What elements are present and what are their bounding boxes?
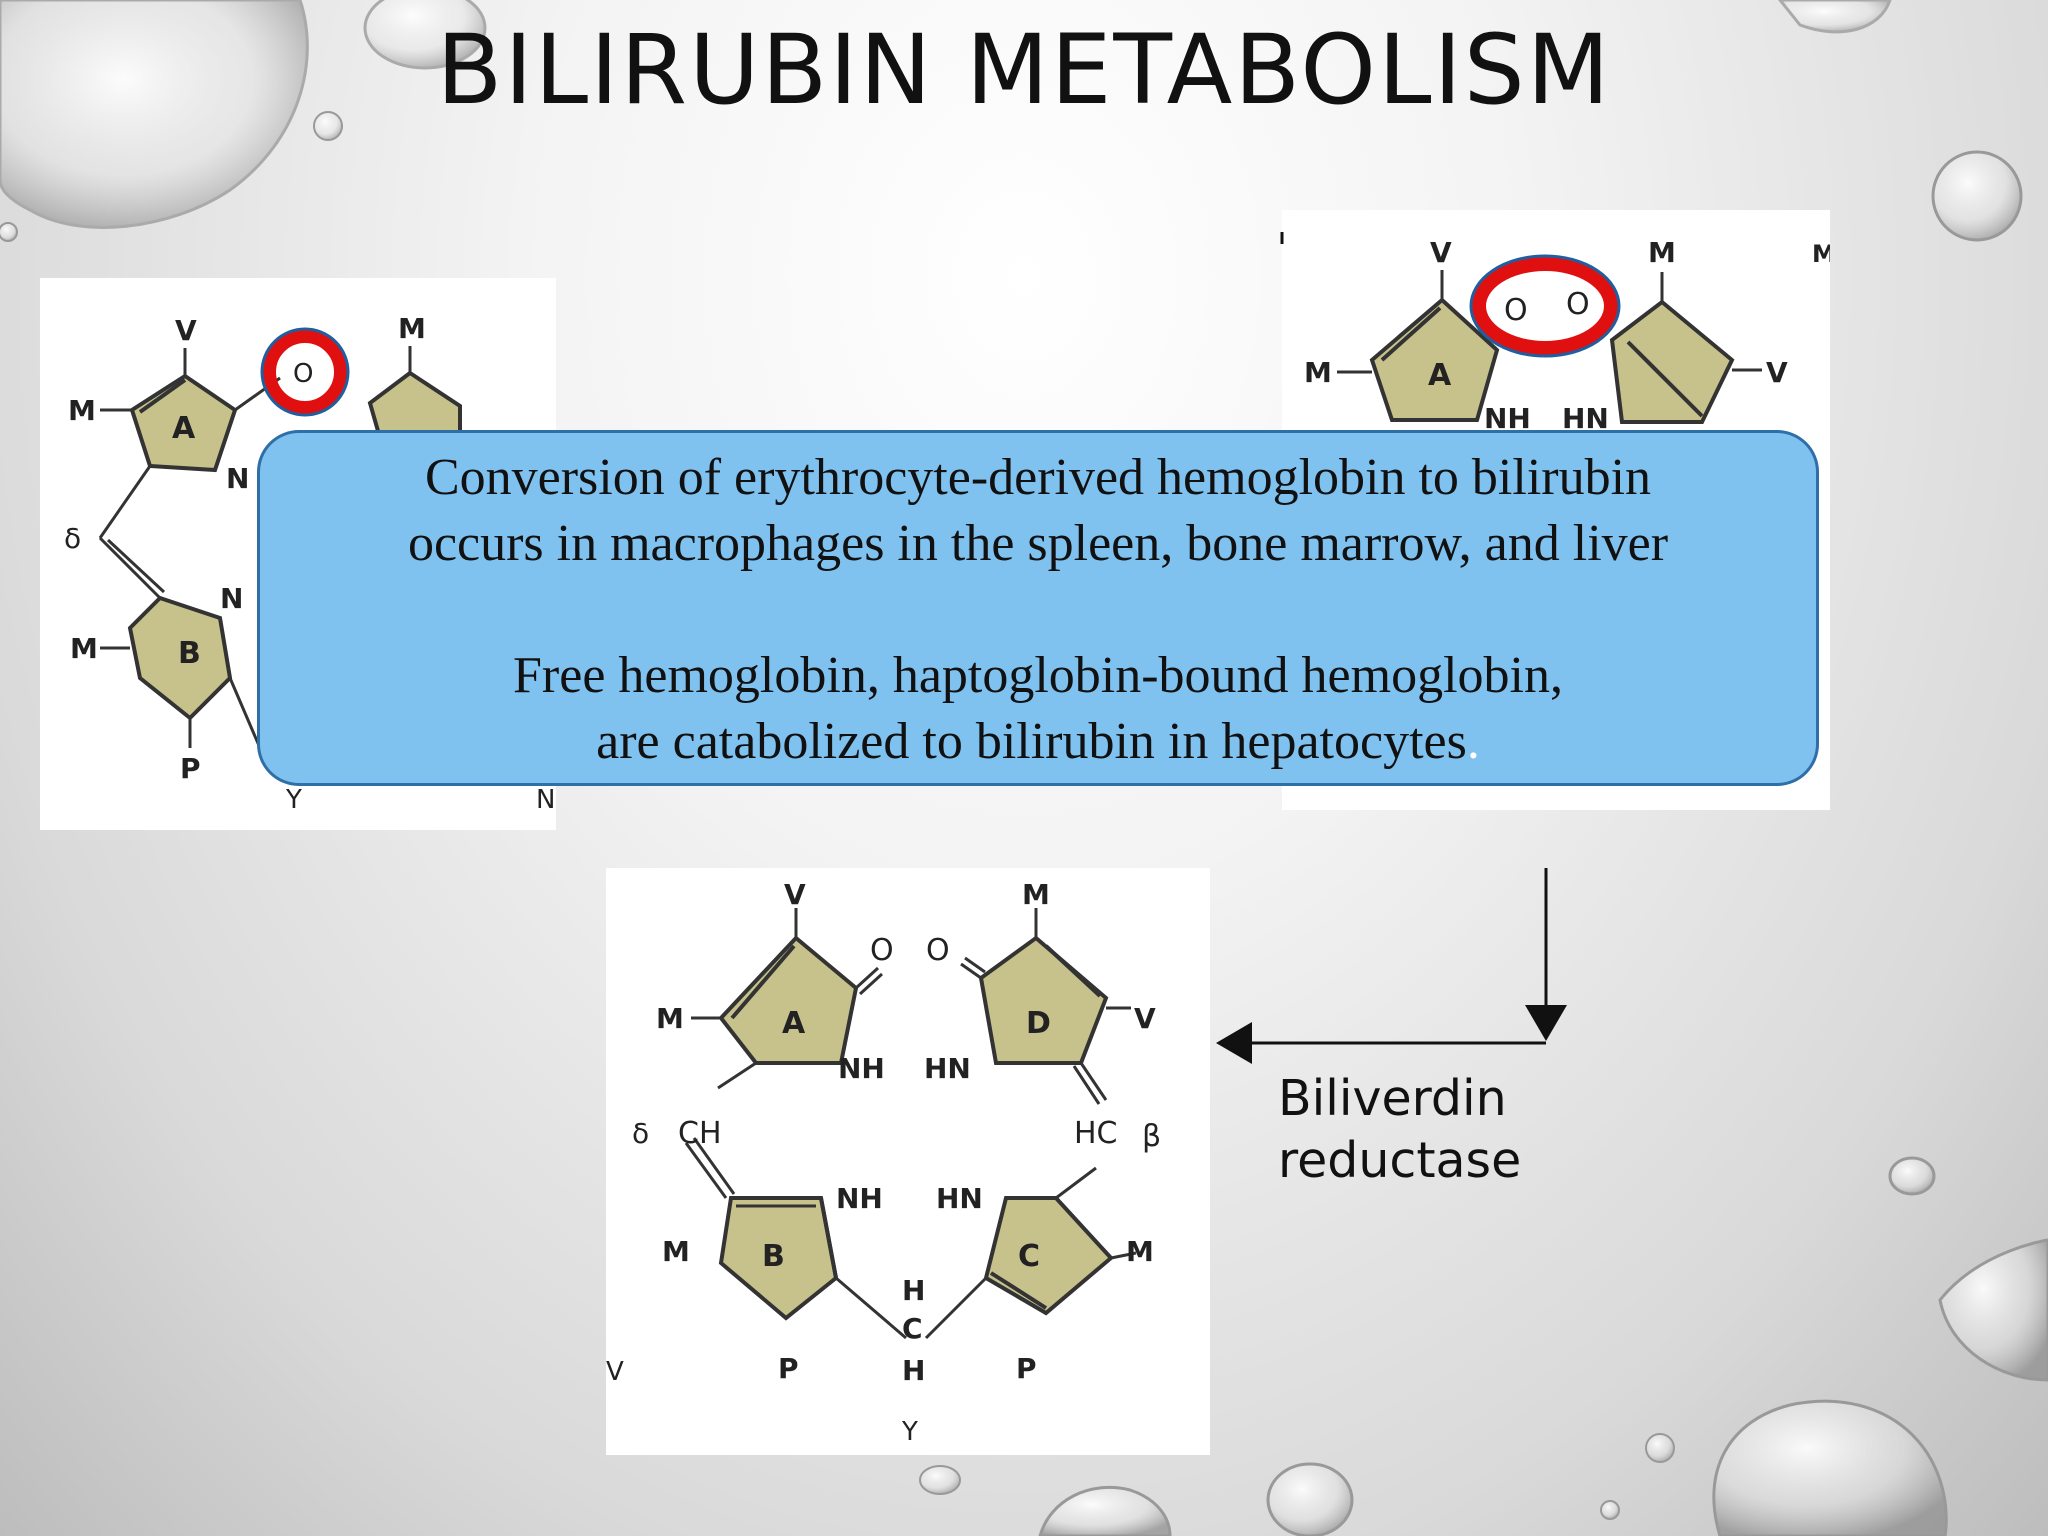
heme-label-v: V <box>175 314 197 347</box>
biliverdin-ring-a <box>718 935 859 1065</box>
heme-ring-a-label: A <box>172 411 196 446</box>
heme-label-m-a: M <box>68 394 96 427</box>
oxide-oxygen-highlight <box>1472 257 1618 355</box>
heme-label-m-top: M <box>398 312 426 345</box>
oxide-ring-d <box>1609 299 1735 424</box>
biliverdin-label-beta: β <box>1142 1119 1161 1154</box>
biliverdin-label-o-d: O <box>926 933 950 968</box>
biliverdin-ring-b <box>718 1196 839 1321</box>
biliverdin-label-m-a: M <box>656 1002 684 1035</box>
heme-label-m-b: M <box>70 632 98 665</box>
biliverdin-structure-panel: V M O O M A D V NH HN δ CH HC β NH HN M … <box>606 868 1210 1455</box>
biliverdin-label-v-left: V <box>606 1357 624 1387</box>
heme-label-n-a: N <box>226 462 249 495</box>
biliverdin-label-hn-c: HN <box>936 1182 983 1215</box>
biliverdin-label-p-c: P <box>1016 1352 1037 1385</box>
biliverdin-label-hc: HC <box>1074 1116 1118 1151</box>
biliverdin-label-h-1: H <box>902 1274 925 1307</box>
oxide-label-nh: NH <box>1484 402 1531 435</box>
biliverdin-structure-diagram: V M O O M A D V NH HN δ CH HC β NH HN M … <box>606 878 1161 1447</box>
info-callout: Conversion of erythrocyte-derived hemogl… <box>257 430 1819 786</box>
heme-label-gamma: Y <box>285 785 302 815</box>
oxide-label-hn: HN <box>1562 402 1609 435</box>
heme-label-delta: δ <box>64 522 81 555</box>
enzyme-label-line-1: Biliverdin <box>1278 1070 1507 1127</box>
biliverdin-ring-b-label: B <box>762 1239 785 1274</box>
enzyme-label-line-2: reductase <box>1278 1132 1522 1189</box>
biliverdin-label-nh-a: NH <box>838 1052 885 1085</box>
oxide-ring-a <box>1369 297 1500 422</box>
heme-label-oxygen: O <box>293 359 313 389</box>
enzyme-label: Biliverdin reductase <box>1278 1068 1598 1192</box>
biliverdin-label-m-c: M <box>1126 1235 1154 1268</box>
biliverdin-ring-d-label: D <box>1026 1006 1051 1041</box>
biliverdin-label-v-top: V <box>784 878 806 911</box>
heme-ring-d-partial <box>367 370 462 440</box>
biliverdin-ring-c <box>983 1196 1114 1316</box>
biliverdin-ring-d <box>978 935 1109 1065</box>
oxide-label-m-a: M <box>1304 356 1332 389</box>
biliverdin-label-ch: CH <box>678 1116 722 1151</box>
heme-label-right-n: N <box>536 785 555 815</box>
slide-title: BILIRUBIN METABOLISM <box>436 14 1612 126</box>
oxide-label-v-a: V <box>1430 236 1452 269</box>
oxide-label-v-d: V <box>1766 356 1788 389</box>
biliverdin-label-delta: δ <box>632 1117 649 1150</box>
heme-label-p: P <box>180 752 201 785</box>
oxide-ring-a-label: A <box>1428 358 1452 393</box>
biliverdin-label-h-2: H <box>902 1354 925 1387</box>
oxide-label-oxygen-1: O <box>1504 293 1528 328</box>
heme-label-n-b: N <box>220 582 243 615</box>
biliverdin-label-v-d: V <box>1134 1002 1156 1035</box>
oxide-label-edge-m: M <box>1812 240 1830 268</box>
callout-line-4-wrap: are catabolized to bilirubin in hepatocy… <box>260 709 1816 775</box>
heme-structure-diagram: V M M A N δ N M B P Y N O <box>64 312 555 815</box>
callout-line-4-period: . <box>1466 713 1480 770</box>
biliverdin-label-nh-b: NH <box>836 1182 883 1215</box>
heme-ring-b-label: B <box>178 636 201 671</box>
biliverdin-label-gamma: Y <box>901 1417 918 1447</box>
biliverdin-ring-c-label: C <box>1018 1239 1040 1274</box>
oxide-label-m-d: M <box>1648 236 1676 269</box>
biliverdin-ring-a-label: A <box>782 1006 806 1041</box>
callout-line-3: Free hemoglobin, haptoglobin-bound hemog… <box>513 647 1563 704</box>
biliverdin-label-p-b: P <box>778 1352 799 1385</box>
biliverdin-label-hn-d: HN <box>924 1052 971 1085</box>
biliverdin-label-m-top: M <box>1022 878 1050 911</box>
oxidized-structure-diagram: V M M M A V NH HN O O <box>1304 236 1830 435</box>
heme-oxygen-highlight <box>262 329 348 415</box>
callout-line-4: are catabolized to bilirubin in hepatocy… <box>596 713 1467 770</box>
oxide-label-oxygen-2: O <box>1566 287 1590 322</box>
biliverdin-label-c: C <box>902 1312 923 1345</box>
callout-line-1: Conversion of erythrocyte-derived hemogl… <box>424 449 1652 506</box>
biliverdin-label-o-a: O <box>870 933 894 968</box>
biliverdin-label-m-b: M <box>662 1235 690 1268</box>
callout-line-2: occurs in macrophages in the spleen, bon… <box>407 515 1669 572</box>
